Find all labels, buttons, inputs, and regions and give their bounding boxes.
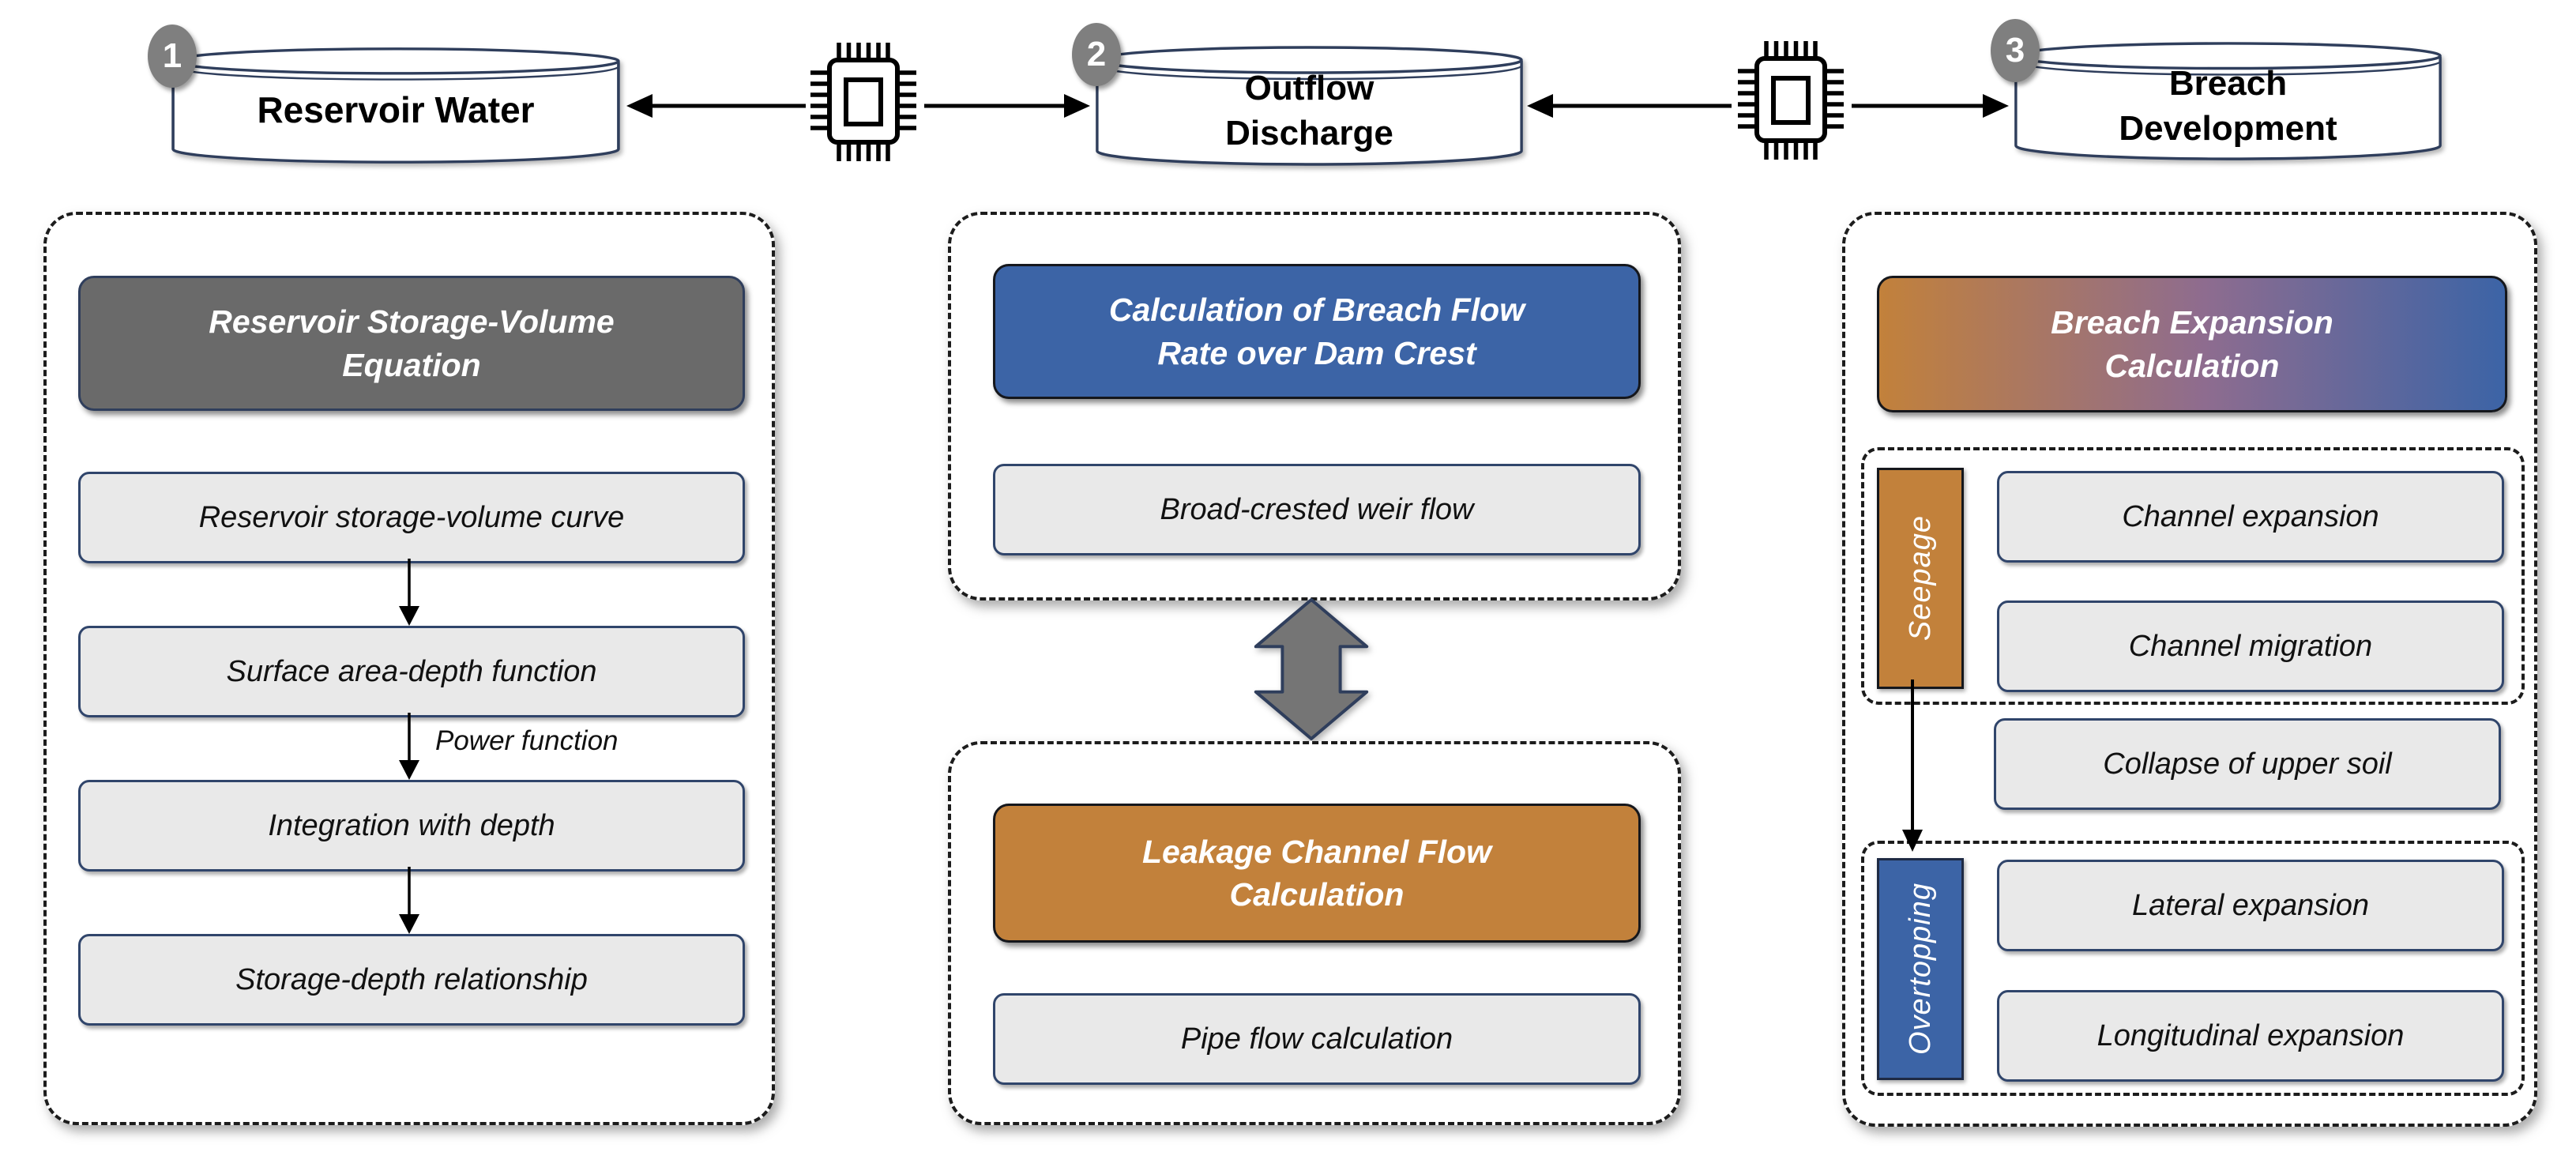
panel-header: Calculation of Breach Flow Rate over Dam… bbox=[993, 264, 1641, 399]
stage-outflow-discharge: 2 Outflow Discharge bbox=[1072, 23, 1525, 170]
step-number-badge: 2 bbox=[1072, 23, 1121, 86]
seepage-tab-label: Seepage bbox=[1903, 515, 1937, 642]
step-number-badge: 3 bbox=[1991, 19, 2040, 82]
cylinder-shape bbox=[171, 47, 620, 164]
process-step: Surface area-depth function bbox=[78, 626, 745, 717]
processor-chip-icon bbox=[804, 41, 923, 164]
overtopping-group: Overtopping Lateral expansion Longitudin… bbox=[1861, 841, 2525, 1096]
process-step: Channel expansion bbox=[1997, 471, 2504, 563]
flow-arrow-into-breach bbox=[1852, 94, 2009, 118]
breach-development-panel: Breach Expansion Calculation Seepage Cha… bbox=[1842, 212, 2537, 1127]
process-step: Storage-depth relationship bbox=[78, 934, 745, 1026]
leakage-flow-panel: Leakage Channel Flow Calculation Pipe fl… bbox=[948, 741, 1681, 1125]
down-arrow bbox=[399, 867, 419, 934]
down-arrow bbox=[399, 713, 419, 780]
process-step: Integration with depth bbox=[78, 780, 745, 872]
stage-reservoir-water: 1 Reservoir Water bbox=[148, 24, 622, 168]
panel-header: Leakage Channel Flow Calculation bbox=[993, 804, 1641, 943]
cylinder-shape bbox=[1096, 46, 1523, 166]
stage-label: Outflow Discharge bbox=[1225, 68, 1393, 152]
flow-arrow-into-reservoir bbox=[626, 94, 806, 118]
process-step: Pipe flow calculation bbox=[993, 993, 1641, 1085]
process-step: Lateral expansion bbox=[1997, 860, 2504, 951]
seepage-tab: Seepage bbox=[1877, 468, 1964, 689]
stage-label: Breach Development bbox=[2119, 63, 2337, 148]
stage-breach-development: 3 Breach Development bbox=[1991, 19, 2443, 164]
reservoir-water-panel: Reservoir Storage-Volume Equation Reserv… bbox=[43, 212, 775, 1125]
panel-header: Reservoir Storage-Volume Equation bbox=[78, 276, 745, 411]
stage-label: Reservoir Water bbox=[257, 88, 535, 130]
seepage-to-overtopping-arrow bbox=[1902, 680, 1923, 852]
dam-crest-flow-panel: Calculation of Breach Flow Rate over Dam… bbox=[948, 212, 1681, 600]
process-step: Reservoir storage-volume curve bbox=[78, 472, 745, 563]
overtopping-tab: Overtopping bbox=[1877, 858, 1964, 1080]
process-step: Collapse of upper soil bbox=[1994, 718, 2501, 810]
flow-arrow-into-outflow-left bbox=[924, 94, 1090, 118]
panel-header: Breach Expansion Calculation bbox=[1877, 276, 2507, 412]
cylinder-shape bbox=[2014, 42, 2442, 160]
process-step: Broad-crested weir flow bbox=[993, 464, 1641, 555]
down-arrow bbox=[399, 559, 419, 626]
step-number-badge: 1 bbox=[148, 24, 197, 88]
seepage-group: Seepage Channel expansion Channel migrat… bbox=[1861, 447, 2525, 705]
process-step: Channel migration bbox=[1997, 600, 2504, 692]
process-step: Longitudinal expansion bbox=[1997, 990, 2504, 1082]
overtopping-tab-label: Overtopping bbox=[1903, 883, 1937, 1056]
processor-chip-icon bbox=[1732, 40, 1850, 162]
bidirectional-arrow-icon bbox=[1254, 598, 1369, 740]
arrow-annotation: Power function bbox=[435, 725, 619, 756]
flow-arrow-into-outflow-right bbox=[1527, 94, 1732, 118]
